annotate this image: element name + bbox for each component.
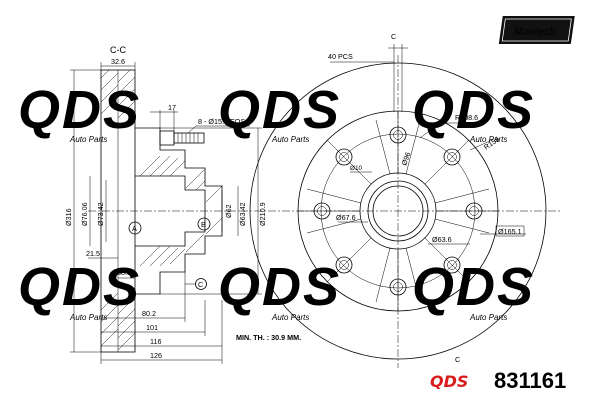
- watermark-4: QDS: [18, 257, 141, 317]
- dim-d636: Ø63.6: [432, 235, 452, 244]
- top-dims: 32.6 17 8 - Ø15.4 EQS: [100, 57, 250, 134]
- dim-d101: 101: [146, 323, 158, 332]
- watermark-6: QDS: [412, 257, 535, 317]
- slot-detail: C 40 PCS: [328, 32, 408, 112]
- logo-text: Maxtech: [514, 26, 556, 38]
- watermark-layer: QDS QDS QDS QDS QDS QDS Auto Parts Auto …: [18, 80, 535, 322]
- dim-pcs: 40 PCS: [328, 52, 353, 61]
- diameter-dims-left: Ø316 Ø76.06 Ø73.42: [64, 69, 107, 353]
- dim-d1651: Ø165.1: [498, 227, 522, 236]
- slot-label-c: C: [391, 32, 396, 41]
- logo-border: [501, 18, 572, 42]
- dim-d10: Ø10: [350, 165, 363, 172]
- dim-d802: 80.2: [142, 309, 156, 318]
- dim-d7342: Ø73.42: [96, 202, 105, 226]
- dim-d17: 17: [168, 103, 176, 112]
- watermark-5: QDS: [218, 257, 341, 317]
- front-view: C 40 PCS R108.6 R156 Ø96 Ø10 Ø67.6 Ø63.6…: [240, 32, 560, 368]
- watermark-sub-6: Auto Parts: [469, 313, 507, 322]
- bottom-dims: 21.5 38.5 80.2 101 116 126: [86, 249, 223, 364]
- dim-r1086: R108.6: [455, 113, 478, 122]
- watermark-sub-4: Auto Parts: [69, 313, 107, 322]
- dim-d96: Ø96: [399, 151, 412, 167]
- hub-hatch: [139, 155, 223, 267]
- dim-holes: 8 - Ø15.4 EQS: [198, 117, 245, 126]
- dim-d215: 21.5: [86, 249, 100, 258]
- dim-d116: 116: [150, 337, 161, 346]
- stud-holes: [313, 126, 483, 296]
- marker-b-label: B: [201, 220, 206, 229]
- marker-b-circle: [197, 217, 211, 231]
- dim-d7606: Ø76.06: [80, 202, 89, 226]
- part-number: 831161: [494, 368, 566, 393]
- marker-a-label: A: [132, 224, 137, 233]
- watermark-3: QDS: [412, 80, 535, 140]
- watermark-sub-2: Auto Parts: [271, 135, 309, 144]
- footer: C QDS 831161: [430, 355, 566, 393]
- dim-d385: 38.5: [117, 268, 131, 277]
- footer-logo: QDS: [430, 372, 468, 391]
- min-thickness-note: MIN. TH. : 30.9 MM.: [236, 333, 301, 342]
- footer-c-label: C: [455, 355, 460, 364]
- dim-d326: 32.6: [111, 57, 125, 66]
- watermark-1: QDS: [18, 80, 141, 140]
- section-view: C-C: [64, 45, 267, 364]
- marker-a-circle: [128, 221, 142, 235]
- dim-d126: 126: [150, 351, 162, 360]
- dim-d2109: Ø210.9: [258, 202, 267, 226]
- section-title: C-C: [110, 45, 126, 55]
- watermark-sub-3: Auto Parts: [469, 135, 507, 144]
- watermark-2: QDS: [218, 80, 341, 140]
- plate-hatch-top: [100, 69, 136, 119]
- watermark-sub-5: Auto Parts: [271, 313, 309, 322]
- wheel-stud: [159, 130, 205, 146]
- logo-background: [498, 16, 575, 44]
- marker-c-label: C: [198, 280, 203, 289]
- watermark-sub-1: Auto Parts: [69, 135, 107, 144]
- maxtech-logo: Maxtech: [498, 16, 575, 44]
- dim-d676: Ø67.6: [336, 213, 356, 222]
- dim-d6342: Ø63.42: [238, 202, 247, 226]
- plate-hatch-bottom: [100, 292, 136, 351]
- dim-d62: Ø62: [224, 204, 233, 218]
- dim-d316: Ø316: [64, 208, 73, 226]
